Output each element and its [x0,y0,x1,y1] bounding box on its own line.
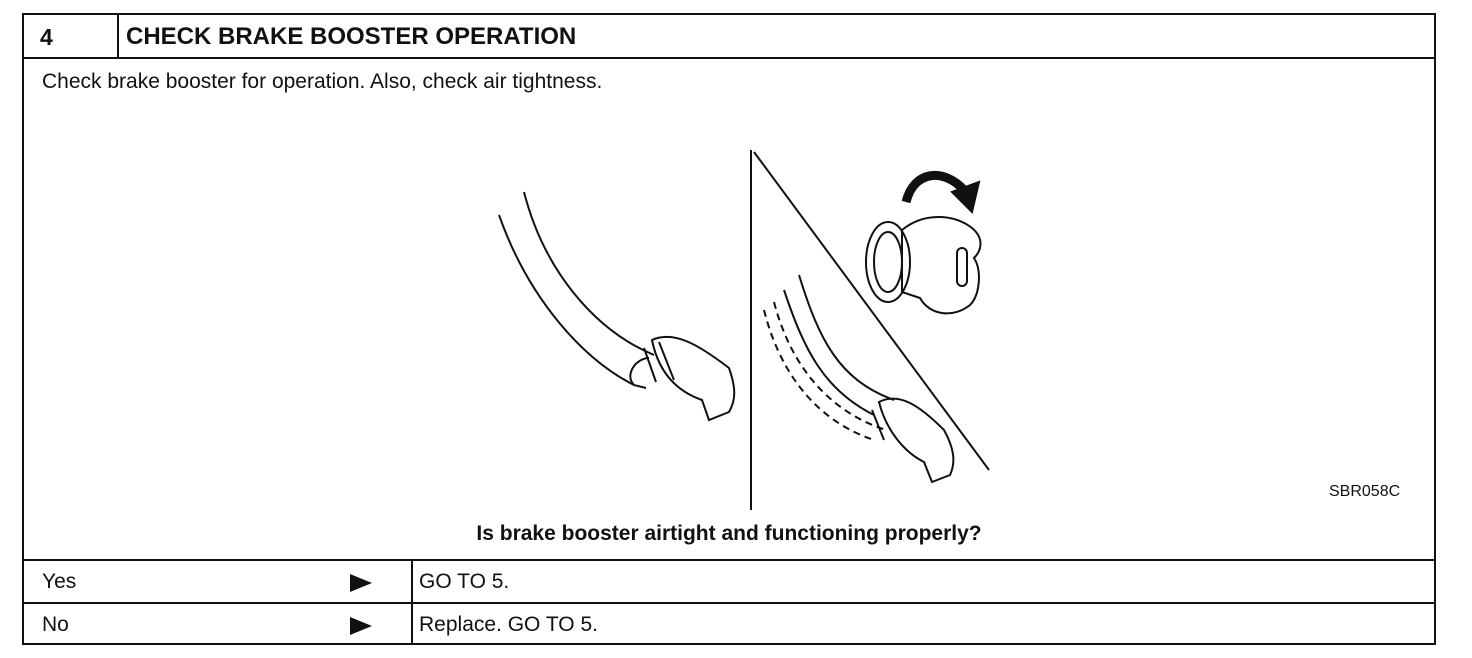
step-header-row: 4 CHECK BRAKE BOOSTER OPERATION [24,15,1434,59]
procedure-table: 4 CHECK BRAKE BOOSTER OPERATION Check br… [22,13,1436,645]
triangle-right-icon [350,574,372,592]
answer-label: No [42,613,69,636]
brake-booster-illustration [498,150,990,510]
answer-action: GO TO 5. [419,570,510,593]
answer-divider [411,604,413,645]
triangle-right-icon [350,617,372,635]
step-title: CHECK BRAKE BOOSTER OPERATION [126,23,577,50]
answer-row-yes: Yes GO TO 5. [24,559,1434,602]
answer-action: Replace. GO TO 5. [419,613,598,636]
answer-row-no: No Replace. GO TO 5. [24,602,1434,645]
figure-code: SBR058C [1329,483,1401,500]
step-number: 4 [24,15,119,57]
step-question: Is brake booster airtight and functionin… [476,522,982,545]
answer-label: Yes [42,570,77,593]
answer-divider [411,561,413,602]
step-instruction: Check brake booster for operation. Also,… [42,70,603,93]
